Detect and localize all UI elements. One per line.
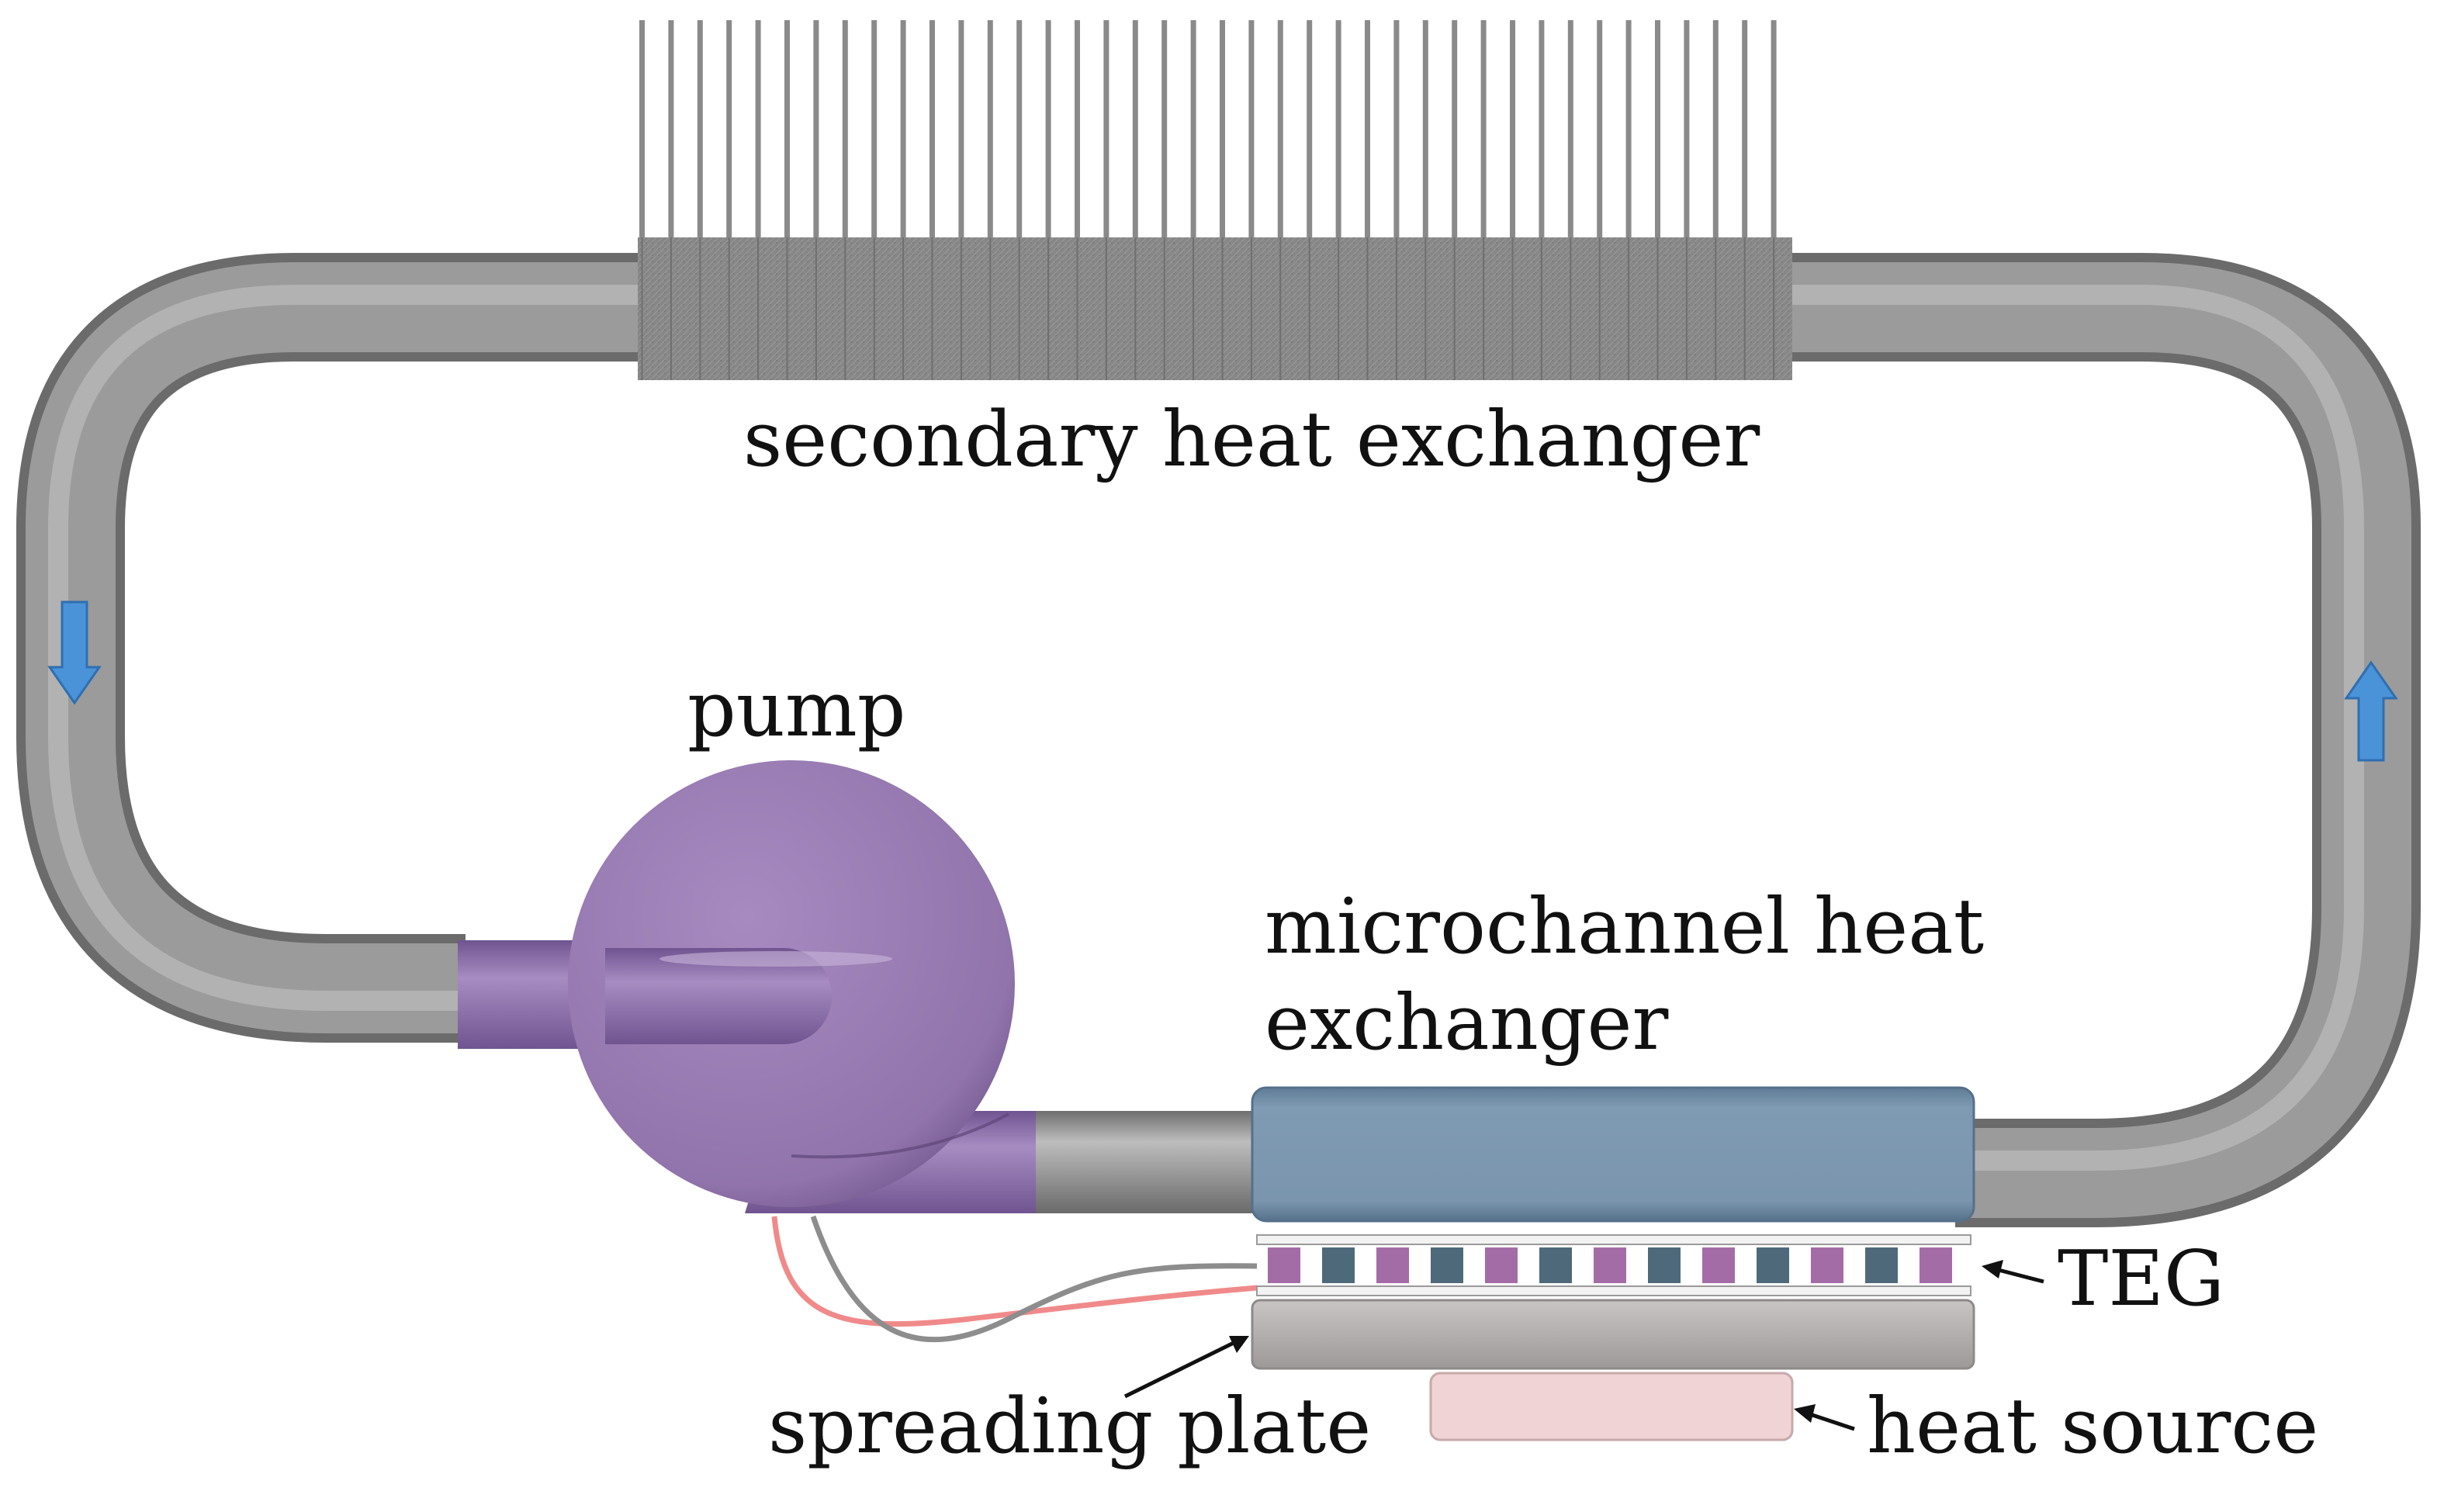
teg-bottom-plate <box>1256 1285 1971 1296</box>
fin <box>1452 20 1458 245</box>
teg-top-plate <box>1256 1234 1971 1245</box>
heat-source-arrowhead <box>1794 1404 1816 1423</box>
fin <box>1220 20 1225 245</box>
fin <box>668 20 674 245</box>
fin <box>1480 20 1487 245</box>
fin <box>639 20 645 245</box>
fin <box>1597 20 1603 245</box>
fin <box>1075 20 1080 245</box>
microchannel-heat-exchanger <box>1251 1086 1975 1223</box>
teg-p-leg <box>1268 1247 1300 1283</box>
teg-p-leg <box>1919 1247 1952 1283</box>
teg-leader-line <box>1995 1267 2044 1284</box>
fin <box>813 20 819 245</box>
spreading-plate-label: spreading plate <box>768 1382 1371 1471</box>
teg-arrowhead <box>1982 1260 2003 1278</box>
pump-intake-tube <box>605 948 832 1044</box>
fin <box>1132 20 1138 245</box>
fin <box>1510 20 1515 245</box>
up-arrow-icon <box>2344 660 2398 762</box>
fin <box>1684 20 1690 245</box>
microchannel-label-line2: exchanger <box>1265 979 1669 1067</box>
fin <box>1016 20 1023 245</box>
spreading-plate <box>1251 1299 1975 1370</box>
fin <box>987 20 993 245</box>
spreading-plate-arrowhead <box>1229 1336 1249 1353</box>
fin <box>842 20 848 245</box>
fin <box>1742 20 1748 245</box>
teg-n-leg <box>1865 1247 1898 1283</box>
gray-wire <box>810 1215 1258 1343</box>
teg-p-leg <box>1702 1247 1735 1283</box>
fin <box>726 20 732 245</box>
teg-module <box>1256 1234 1971 1296</box>
teg-p-leg <box>1376 1247 1409 1283</box>
fin <box>1190 20 1196 245</box>
fin <box>1712 20 1719 245</box>
teg-p-leg <box>1485 1247 1518 1283</box>
teg-p-leg <box>1594 1247 1626 1283</box>
fin <box>1335 20 1341 245</box>
fin <box>1045 20 1051 245</box>
fin <box>1567 20 1573 245</box>
fin <box>1422 20 1428 245</box>
fin <box>900 20 906 245</box>
teg-wires <box>771 1215 1258 1343</box>
microchannel-label-line1: microchannel heat <box>1265 883 1984 971</box>
secondary-heat-exchanger-label: secondary heat exchanger <box>743 396 1760 484</box>
pump-label: pump <box>687 666 906 754</box>
fin <box>1771 20 1777 245</box>
fin <box>1539 20 1545 245</box>
heat-source <box>1429 1372 1794 1441</box>
teg-n-leg <box>1322 1247 1355 1283</box>
fin <box>697 20 703 245</box>
secondary-heat-exchanger <box>638 20 1792 380</box>
teg-n-leg <box>1539 1247 1572 1283</box>
fin <box>929 20 935 245</box>
fin <box>1655 20 1660 245</box>
fin <box>1365 20 1370 245</box>
fin <box>1103 20 1109 245</box>
fin <box>1277 20 1283 245</box>
heat-source-label: heat source <box>1867 1382 2318 1471</box>
fin <box>755 20 761 245</box>
fin <box>1307 20 1313 245</box>
spreading-plate-leader-line <box>1123 1340 1237 1399</box>
fin <box>1393 20 1400 245</box>
label-arrows <box>1123 1260 2044 1431</box>
teg-label: TEG <box>2058 1235 2224 1323</box>
fin <box>1248 20 1255 245</box>
fin <box>1625 20 1632 245</box>
fin <box>784 20 790 245</box>
red-wire <box>771 1216 1258 1327</box>
fin <box>958 20 964 245</box>
heat-exchanger-fins <box>639 20 1777 245</box>
fin <box>871 20 878 245</box>
fin-base-block <box>638 237 1792 380</box>
teg-n-leg <box>1648 1247 1681 1283</box>
teg-n-leg <box>1431 1247 1463 1283</box>
coolant-loop-pipe <box>16 253 2421 1227</box>
down-arrow-icon <box>47 600 102 705</box>
pump <box>458 760 1036 1213</box>
teg-n-leg <box>1757 1247 1789 1283</box>
teg-p-leg <box>1811 1247 1843 1283</box>
fin <box>1161 20 1168 245</box>
heat-source-leader-line <box>1807 1411 1855 1431</box>
